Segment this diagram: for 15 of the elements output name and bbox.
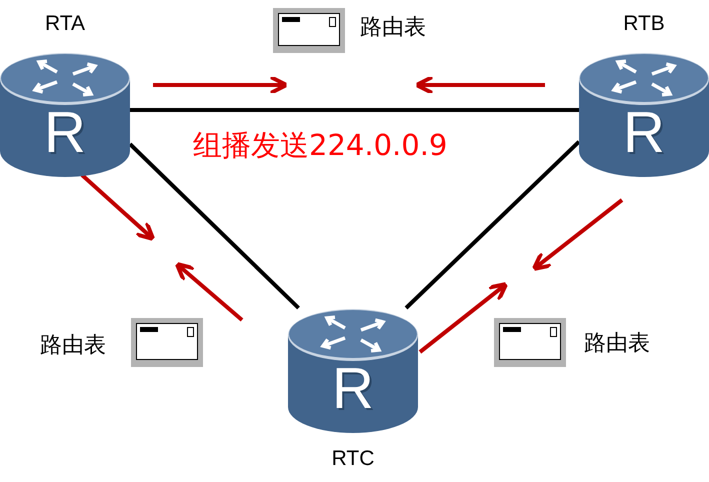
routing-table-icon [494, 318, 566, 367]
connection-line [128, 142, 300, 310]
router-name: RTB [622, 12, 666, 36]
connection-line [404, 140, 580, 310]
router-letter: R [622, 103, 666, 163]
table-caption: 路由表 [584, 330, 650, 358]
table-caption: 路由表 [360, 14, 426, 42]
table-caption: 路由表 [40, 332, 106, 360]
routing-table-icon [273, 8, 345, 53]
router-letter: R [43, 103, 87, 163]
router-name: RTC [330, 447, 376, 471]
connection-line [130, 108, 579, 112]
router-name: RTA [44, 12, 86, 36]
router-letter: R [331, 359, 375, 419]
routing-table-icon [131, 318, 203, 367]
